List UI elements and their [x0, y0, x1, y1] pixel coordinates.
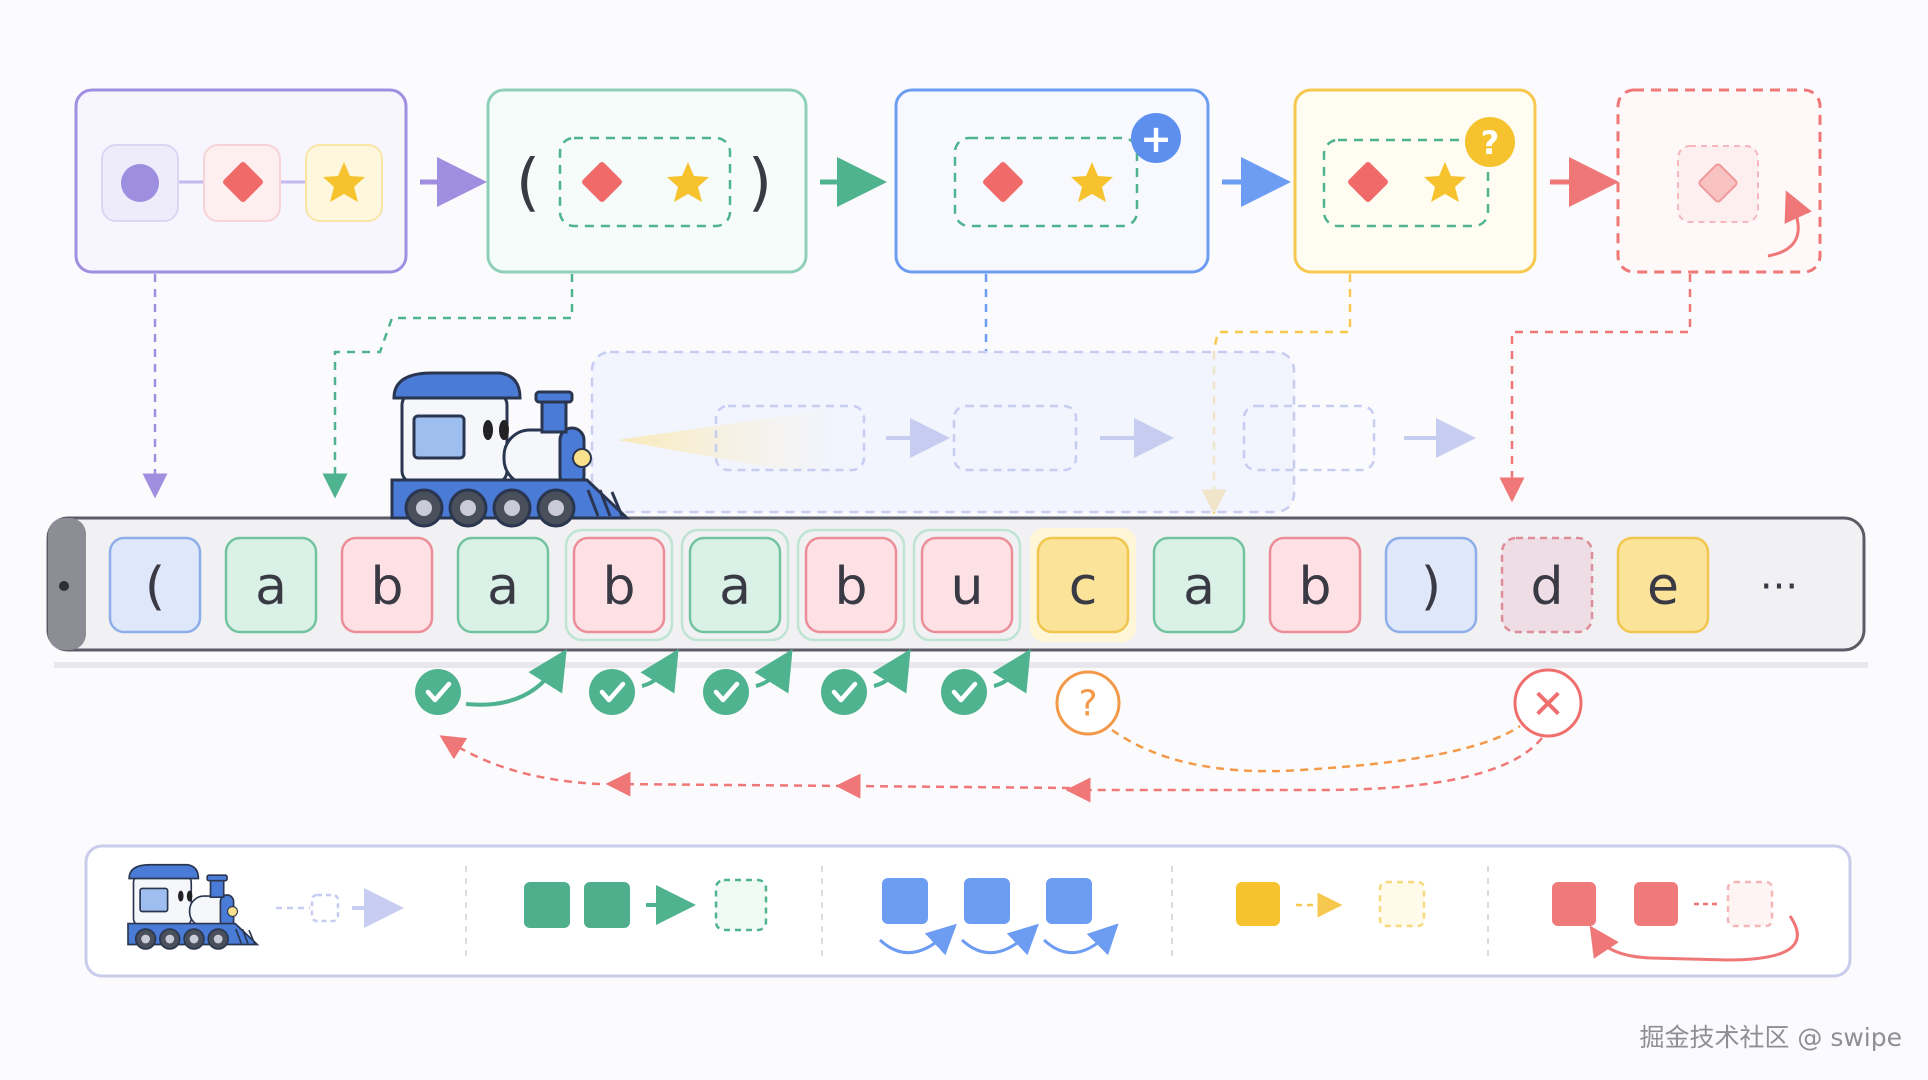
tape-token-char: ( [145, 557, 165, 617]
diamond-icon [223, 162, 263, 202]
tape-token-char: a [487, 557, 519, 617]
tape-token-box [804, 536, 898, 634]
tape-token-char: a [1183, 557, 1215, 617]
tape-token-char: b [1298, 557, 1331, 617]
tape-token-box [340, 536, 434, 634]
check-icon [703, 669, 749, 715]
diamond-icon [582, 162, 622, 202]
tape-token-box [108, 536, 202, 634]
check-icon [941, 669, 987, 715]
tape-token-box [920, 536, 1014, 634]
legend-step-group-pattern: ( ) [486, 88, 808, 274]
open-paren-label: ( [516, 146, 540, 219]
circle-icon [121, 164, 159, 202]
diamond-icon [1348, 162, 1388, 202]
tape-token-char: ) [1421, 557, 1441, 617]
plus-icon [1131, 113, 1181, 163]
question-mark-label: ? [1078, 684, 1097, 725]
advance-arrow [872, 649, 911, 694]
tape-token-box [1152, 536, 1246, 634]
tape-token-box [1500, 536, 1594, 634]
tape-token-char: u [951, 557, 984, 617]
legend-step-backtrack [1616, 88, 1822, 274]
tape-token-char: a [719, 557, 751, 617]
tape-token-char: e [1647, 557, 1679, 617]
legend-step-repeat-plus: + [894, 88, 1210, 274]
star-icon [323, 162, 365, 202]
tape-token-box [572, 536, 666, 634]
check-icon [589, 669, 635, 715]
tape-token-char: d [1530, 557, 1563, 617]
legend-step-optional: ? [1293, 88, 1537, 274]
cross-icon [1513, 668, 1583, 738]
legend-step-define-pattern [74, 88, 408, 274]
tape-token-box [1268, 536, 1362, 634]
tape-token-box [1616, 536, 1710, 634]
advance-arrow [754, 649, 793, 694]
tape-token-char: b [370, 557, 403, 617]
star-icon [1071, 162, 1113, 202]
tape-token-box [688, 536, 782, 634]
tape-token-box [1384, 536, 1478, 634]
tape-token-box [1036, 536, 1130, 634]
star-icon [1424, 162, 1466, 202]
advance-arrow [640, 649, 679, 694]
tape-token-char: a [255, 557, 287, 617]
check-icon [821, 669, 867, 715]
diamond-icon [983, 162, 1023, 202]
plus-badge-label: + [1140, 117, 1172, 161]
advance-arrow [465, 649, 567, 707]
star-icon [667, 162, 709, 202]
tape-token-box [456, 536, 550, 634]
fail-mark-label: ✕ [1531, 682, 1565, 728]
diamond-icon [1698, 163, 1738, 203]
tape-token-char: b [602, 557, 635, 617]
tape-token-char: b [834, 557, 867, 617]
tape-token-char: c [1069, 557, 1098, 617]
question-icon [1465, 117, 1515, 167]
advance-arrow [992, 649, 1031, 694]
check-icon [415, 669, 461, 715]
question-badge-label: ? [1481, 124, 1500, 162]
watermark: 掘金技术社区 @ swipe [1639, 1023, 1902, 1052]
close-paren-label: ) [748, 146, 772, 219]
question-icon [1055, 670, 1121, 736]
tape-token-char: ··· [1760, 564, 1798, 610]
tape-token-box [224, 536, 318, 634]
